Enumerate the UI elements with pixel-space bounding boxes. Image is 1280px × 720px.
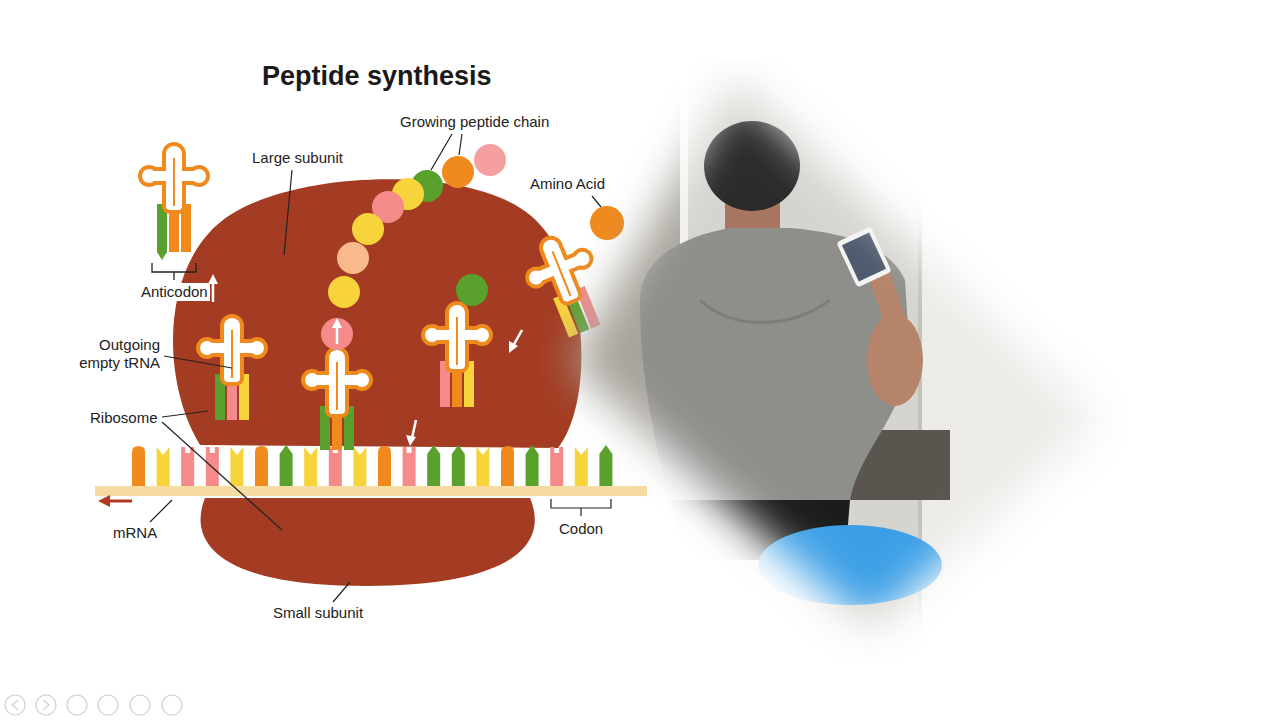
codon-peg — [378, 446, 391, 492]
codon-peg — [501, 446, 514, 492]
codon-peg — [329, 447, 342, 492]
small-subunit — [201, 498, 535, 586]
codon-peg — [526, 445, 539, 492]
part-label: Small subunit — [271, 604, 365, 622]
trna — [200, 318, 264, 420]
codon-peg — [476, 447, 489, 492]
part-label: Anticodon — [139, 283, 210, 301]
codon-peg — [403, 447, 416, 492]
diagram-title: Peptide synthesis — [260, 60, 494, 92]
photo — [540, 60, 1140, 660]
trna — [425, 305, 489, 407]
codon-peg — [452, 445, 465, 492]
codon-peg — [255, 446, 268, 492]
codon-peg — [157, 447, 170, 492]
part-label: Growing peptide chain — [398, 113, 551, 131]
codon-peg — [206, 447, 219, 492]
trna — [305, 350, 369, 450]
codon-peg — [427, 445, 440, 492]
direction-arrow — [108, 500, 132, 503]
part-label: Ribosome — [88, 409, 160, 427]
anticodon-bracket — [152, 263, 196, 280]
codon-peg — [181, 447, 194, 492]
codon-peg — [132, 446, 145, 492]
direction-arrow-head — [98, 495, 110, 507]
codon-peg — [304, 447, 317, 492]
movement-arrows — [208, 274, 522, 446]
amino-acid — [456, 274, 488, 306]
part-label: mRNA — [111, 524, 159, 542]
part-label: Codon — [557, 520, 605, 538]
trna — [142, 146, 206, 260]
part-label: Amino Acid — [528, 175, 607, 193]
codon-peg — [280, 445, 293, 492]
large-subunit — [173, 179, 581, 448]
part-label: Outgoing empty tRNA — [54, 336, 162, 372]
peptide-chain — [321, 144, 506, 350]
toolbar-icons — [5, 695, 182, 715]
codon-peg — [353, 447, 366, 492]
part-label: Large subunit — [250, 149, 345, 167]
